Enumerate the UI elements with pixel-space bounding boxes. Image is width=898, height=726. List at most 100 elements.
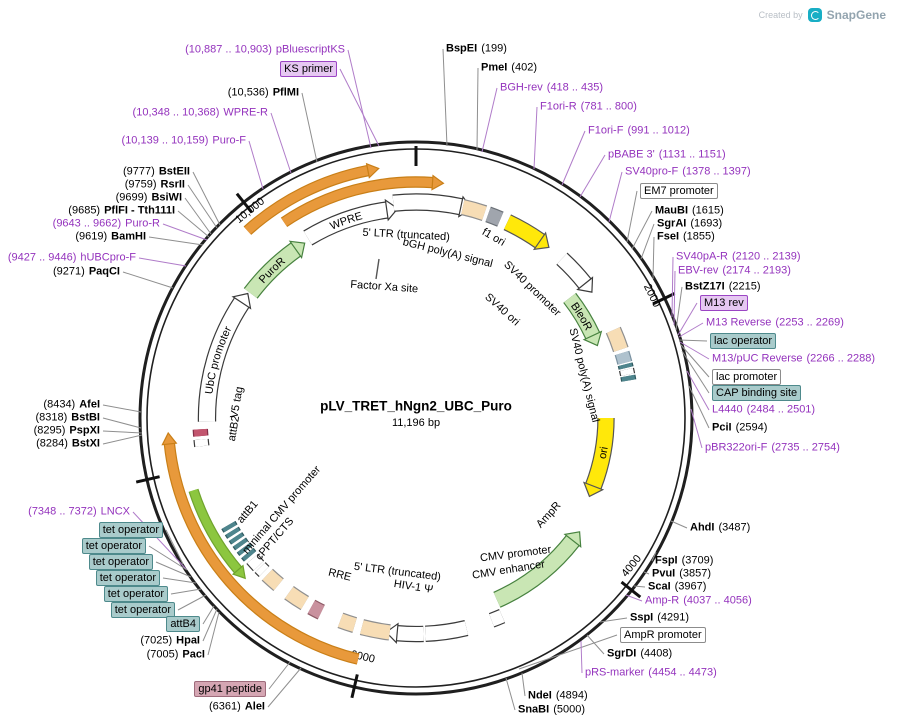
callout-line-sspi (599, 617, 628, 623)
callout-line-paqci (122, 271, 174, 289)
feature-tet-operator-4 (228, 532, 245, 545)
feature-cmv-promoter-arrowhead (385, 622, 399, 644)
feature-label-rre: RRE (327, 566, 352, 583)
feature-f1-region-box (485, 206, 504, 227)
feature-tet-operator-3 (232, 537, 249, 551)
feature-lac-operator-mark-band (618, 362, 633, 370)
feature-hiv1-psi-band (337, 613, 357, 632)
feature-lac-promoter-mark (618, 367, 636, 377)
feature-sv40-promoter-arrowhead (576, 276, 594, 293)
callout-line-scai (633, 585, 646, 588)
feature-sv40-promoter-band (557, 253, 591, 288)
callout-line-pbabe-3 (579, 154, 606, 198)
callout-line-pcii (688, 385, 710, 429)
callout-line-hpai (202, 608, 218, 642)
feature-f1-ori (503, 214, 550, 251)
feature-attb1-mark (254, 562, 270, 578)
callout-line-bgh-rev (481, 87, 498, 153)
feature-cap-binding-mark (620, 374, 637, 382)
feature-bgh-polya-band (461, 200, 487, 220)
watermark-created-by: Created by (758, 10, 803, 20)
feature-ltr5-bottom-band (360, 620, 391, 640)
feature-ltr5-bottom (359, 619, 391, 641)
tick-2000 (652, 292, 676, 306)
callout-line-sv40pa-r (671, 256, 674, 318)
feature-cppt-cts-band (262, 569, 284, 591)
feature-label-f1-ori: f1 ori (480, 226, 507, 249)
feature-orf-bottom-arrowhead (161, 431, 178, 446)
feature-ampr (493, 531, 582, 608)
feature-ampr-promoter-mark (488, 609, 506, 628)
callout-line-gp41-peptide (268, 661, 291, 690)
feature-cmv-promoter-band (396, 626, 424, 642)
feature-bgh-polya (460, 199, 488, 221)
feature-tet-operator-5 (224, 526, 241, 539)
callout-line-afei (102, 404, 142, 413)
feature-ubc-promoter-band (198, 298, 249, 422)
feature-gp41-mark-band (307, 600, 325, 619)
feature-ori-label: ori (597, 446, 611, 460)
feature-ubc-promoter: UbC promoter (197, 292, 252, 422)
callout-line-pvui (643, 571, 650, 575)
callout-line-tet-operator (170, 588, 202, 595)
callout-line-lac-operator (678, 339, 708, 342)
callout-line-l4440 (686, 370, 710, 411)
callout-line-rsrii (187, 184, 218, 229)
feature-orf-top-outer-arrowhead (365, 162, 380, 179)
callout-line-pbluescriptks (347, 49, 372, 149)
callout-line-lncx (132, 511, 187, 570)
callout-line-hubcpro-f (138, 257, 187, 267)
callout-line-ks-primer (339, 68, 380, 147)
callout-line-fsei (652, 236, 655, 280)
callout-line-snabi (505, 677, 516, 711)
callout-line-tet-operator (155, 561, 192, 578)
tick-6000 (350, 674, 359, 699)
callout-line-bsteii (192, 171, 221, 226)
feature-orf-left-green-band (189, 489, 242, 573)
callout-line-sgrai (640, 223, 655, 260)
feature-tet-operator-6-band (222, 521, 237, 533)
callout-line-m13-rev (677, 302, 698, 336)
feature-min-cmv-mark (246, 553, 265, 572)
callout-line-tet-operator (177, 594, 207, 611)
callout-line-bstbi (102, 417, 142, 429)
feature-orf-left-green-arrowhead (231, 564, 246, 580)
feature-orf-top-outer (243, 162, 380, 235)
feature-rre-band (284, 586, 309, 610)
callout-line-tet-operator (165, 529, 184, 565)
feature-wpre: WPRE (303, 198, 399, 246)
feature-tet-operator-2-band (237, 543, 252, 556)
feature-hiv1-psi (337, 612, 358, 633)
feature-label-factor-xa-site: Factor Xa site (350, 279, 419, 296)
feature-orf-bottom-band (164, 443, 360, 664)
feature-ubc-promoter-arrowhead (231, 292, 252, 310)
feature-sv40-polya-band (606, 327, 628, 352)
callout-line-amp-r (625, 594, 643, 602)
feature-label-v5-tag: V5 tag (228, 386, 245, 419)
callout-line-sgrdi (586, 634, 605, 655)
feature-ori-band (586, 417, 614, 489)
feature-ampr-arrowhead (563, 531, 582, 549)
feature-attb2-mark (193, 438, 210, 448)
feature-label-sv40-ori: SV40 ori (482, 291, 521, 328)
callout-line-tet-operator (148, 545, 188, 571)
feature-attb1-mark-band (255, 562, 269, 577)
feature-wpre-band (303, 202, 388, 245)
feature-puror: PuroR (243, 240, 306, 299)
factor-xa-tick (375, 258, 380, 280)
plasmid-name: pLV_TRET_hNgn2_UBC_Puro (320, 398, 512, 414)
callout-line-pmei (476, 67, 479, 151)
feature-tet-operator-4-band (229, 532, 244, 544)
feature-orf-top-inner-band (281, 177, 433, 227)
feature-v5-tag-mark-band (193, 428, 208, 437)
callout-line-ahdi (670, 520, 688, 529)
callout-line-tet-operator (162, 577, 197, 584)
callout-line-puro-f (248, 140, 264, 190)
feature-ori: ori (582, 417, 615, 498)
feature-orf-top-outer-band (244, 166, 369, 235)
feature-cmv-promoter (385, 622, 424, 644)
plasmid-backbone-outer (138, 140, 694, 696)
callout-line-pspxi (102, 430, 143, 434)
feature-rre (284, 586, 310, 611)
feature-cmv-enhancer-band (424, 621, 469, 641)
